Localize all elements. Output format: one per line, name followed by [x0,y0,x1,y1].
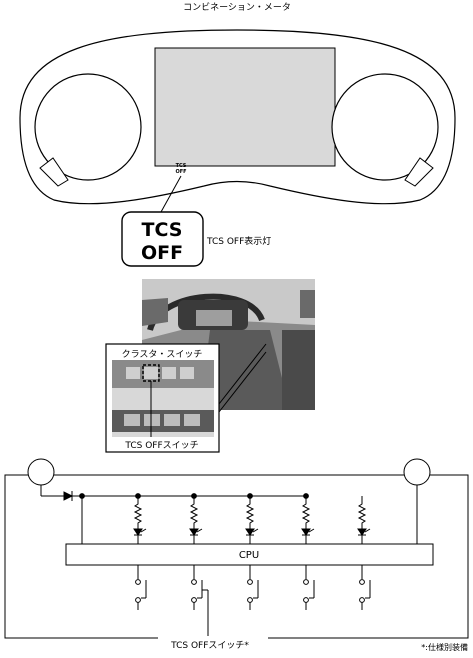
right-side-lamp [404,157,434,187]
off-callout-line2: OFF [141,242,183,264]
switch-location-photo: クラスタ・スイッチ TCS OFFスイッチ [105,279,315,453]
right-terminal [403,458,431,486]
meter-tcs-small-1: TCS [176,163,187,169]
callout-leader [160,175,182,213]
inset-lower-btn-2 [144,414,160,426]
inset-pointer-2 [218,351,267,413]
led-branch-1 [133,493,147,544]
left-side-lamp [39,157,69,187]
diode [63,491,74,501]
inset-lower-btn-1 [124,414,140,426]
inset-lower-btn-4 [184,414,200,426]
meter-title: コンビネーション・メータ [183,2,291,13]
switch-branch-4 [303,565,315,610]
tcs-off-switch-caption: TCS OFFスイッチ* [170,640,249,651]
switch-label-bg [110,437,215,450]
tcs-callout-line1: TCS [142,219,183,241]
right-gauge [331,73,439,181]
left-vent [142,298,168,326]
vent [300,290,315,318]
inset-switch-4 [180,367,194,379]
combination-meter: コンビネーション・メータ TCS OFF TCS OFF TCS OFF表示灯 [19,2,456,267]
switch-branch-3 [247,565,259,610]
led-branch-2 [189,493,203,544]
node-82 [79,493,85,499]
cpu-label: CPU [239,550,259,561]
tcs-off-callout-box [121,211,204,267]
tcs-off-indicator-label: TCS OFF表示灯 [206,235,271,247]
switch-branch-1 [135,565,147,610]
meter-tcs-small-2: OFF [175,169,186,175]
circuit-diagram [4,458,469,640]
cluster-label-bg [110,347,215,360]
left-gauge [34,73,142,181]
led-branch-5 [357,496,371,544]
led-branch-4 [301,493,315,544]
switch-branch-tcs-off [191,565,209,640]
led-branch-3 [245,493,259,544]
inset-switch-3 [162,367,176,379]
cluster-switch-label: クラスタ・スイッチ [122,349,203,360]
inset-lower-btn-3 [164,414,180,426]
inset-switch-2 [144,367,158,379]
left-terminal [27,458,55,486]
cluster-screen [196,310,232,326]
right-door-panel [282,330,315,410]
tcs-off-switch-label: TCS OFFスイッチ [124,440,198,451]
switch-branch-5 [359,565,371,610]
inset-switch-1 [126,367,140,379]
inset-pointer-1 [218,343,267,405]
meter-display [154,47,336,167]
footnote: *:仕様別装備 [421,642,468,652]
caption-bg [158,636,268,649]
